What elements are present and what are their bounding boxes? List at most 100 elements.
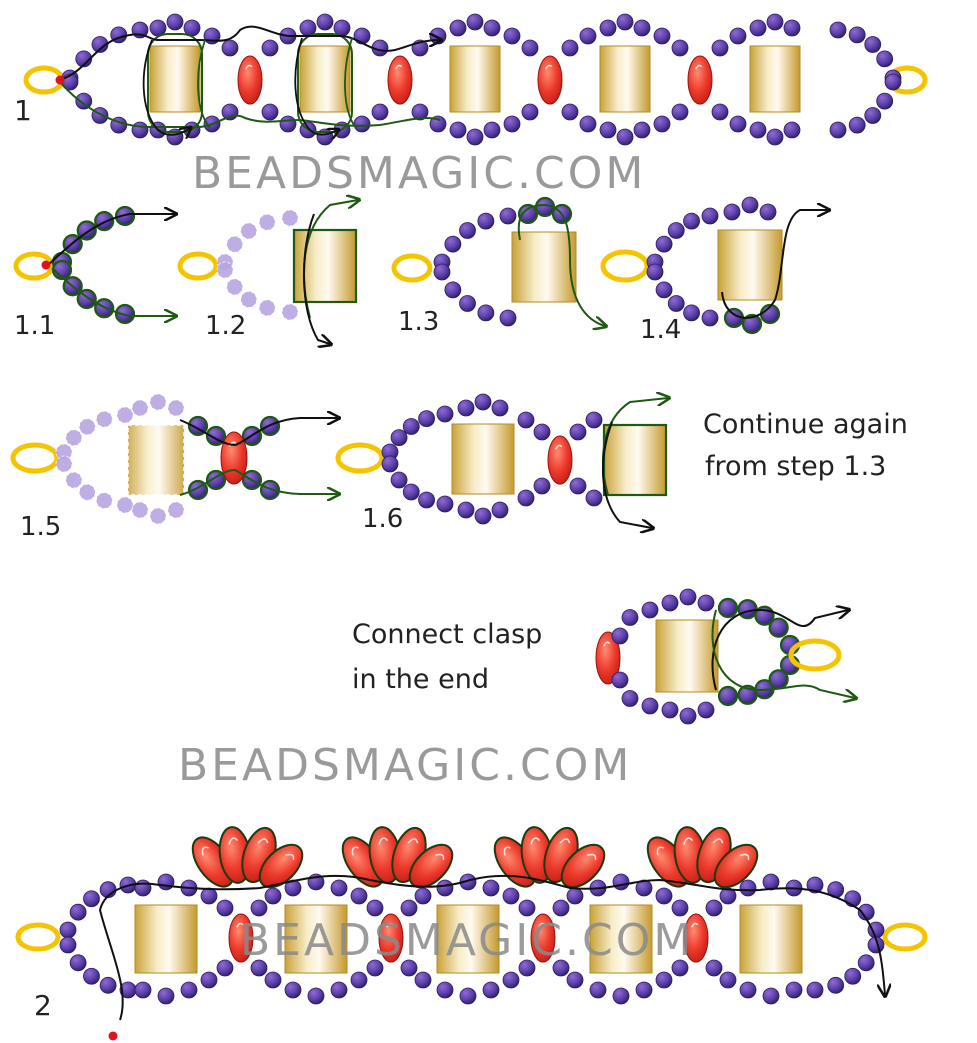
- clasp-ring: [15, 922, 61, 952]
- seed-bead: [661, 594, 679, 612]
- seed-bead: [599, 19, 617, 37]
- tube-bead: [436, 904, 500, 974]
- seed-bead: [616, 128, 634, 146]
- drop-bead-shine: [695, 64, 703, 70]
- drop-bead: [683, 913, 709, 963]
- seed-bead: [766, 13, 784, 31]
- seed-bead: [671, 39, 689, 57]
- seed-bead: [762, 987, 780, 1005]
- seed-bead: [83, 890, 100, 908]
- seed-bead: [552, 959, 570, 977]
- seed-bead: [75, 50, 93, 68]
- drop-petal-shine: [284, 853, 295, 861]
- seed-bead: [149, 507, 167, 525]
- seed-bead: [444, 235, 462, 253]
- seed-bead: [884, 73, 902, 91]
- step-label-1-2: 1.2: [205, 311, 246, 341]
- drop-bead-body: [595, 631, 621, 685]
- seed-bead: [166, 13, 184, 31]
- seed-bead: [279, 115, 297, 133]
- clasp-ring: [177, 251, 219, 281]
- drop-bead-shine: [395, 64, 403, 70]
- seed-bead: [569, 423, 587, 441]
- watermark-bottom: BEADSMAGIC.COM: [240, 915, 694, 966]
- seed-bead: [655, 971, 673, 989]
- seed-bead: [258, 299, 276, 317]
- drop-petal-shine: [503, 846, 511, 856]
- seed-bead: [864, 107, 882, 124]
- seed-bead: [482, 981, 500, 999]
- seed-bead: [491, 399, 509, 417]
- seed-bead: [655, 235, 673, 253]
- clasp-ring: [10, 442, 60, 474]
- drop-bead-body: [687, 55, 713, 105]
- seed-bead: [429, 27, 447, 45]
- step-1-6-thread-green: [602, 398, 668, 496]
- seed-bead: [671, 103, 689, 121]
- seed-bead: [433, 263, 451, 281]
- seed-bead: [216, 899, 234, 917]
- seed-bead: [400, 959, 418, 977]
- seed-bead: [655, 281, 673, 299]
- seed-bead: [402, 483, 420, 501]
- seed-bead: [561, 103, 579, 121]
- drop-bead: [687, 55, 713, 105]
- drop-petal-shine: [712, 838, 724, 844]
- drop-bead: [378, 913, 404, 963]
- tube-bead: [739, 904, 803, 974]
- seed-bead: [518, 899, 536, 917]
- seed-bead: [457, 399, 475, 417]
- drop-bead-shine: [236, 922, 244, 928]
- seed-bead: [612, 987, 630, 1005]
- seed-bead: [444, 281, 462, 299]
- seed-bead: [466, 13, 484, 31]
- seed-bead: [418, 410, 435, 428]
- seed-bead: [585, 411, 603, 429]
- drop-petal-shine: [351, 846, 359, 856]
- seed-bead: [635, 981, 653, 999]
- drop-petal-shine: [201, 846, 209, 856]
- step-1-thread-loop-3: [294, 37, 338, 135]
- seed-bead: [429, 115, 447, 133]
- drop-bead: [537, 55, 563, 105]
- seed-bead: [350, 971, 368, 989]
- seed-bead: [876, 92, 894, 110]
- step-1-5-diagram: 1.5: [10, 393, 338, 542]
- step-2-diagram: 2: [15, 826, 928, 1041]
- step-1-thread-loop-2: [197, 39, 211, 129]
- clasp-step-diagram: [595, 588, 855, 725]
- seed-bead: [381, 455, 399, 473]
- seed-bead: [864, 36, 882, 53]
- seed-bead: [131, 121, 149, 139]
- seed-bead: [561, 39, 579, 57]
- seed-bead: [390, 471, 408, 489]
- seed-bead: [611, 671, 629, 689]
- seed-bead: [149, 393, 167, 411]
- seed-bead: [768, 617, 789, 638]
- drop-bead: [547, 435, 573, 485]
- clasp-thread-black: [711, 610, 848, 691]
- clasp-note-line-2: in the end: [352, 664, 489, 695]
- seed-bead: [116, 406, 134, 424]
- clasp-ring: [13, 251, 55, 281]
- step-1-3-diagram: 1.3: [391, 196, 605, 337]
- seed-bead: [436, 405, 454, 423]
- drop-bead: [237, 55, 263, 105]
- seed-bead: [482, 879, 500, 897]
- step-1-6-diagram: 1.6: [335, 394, 668, 534]
- seed-bead: [216, 959, 234, 977]
- seed-bead: [167, 399, 185, 417]
- seed-bead: [491, 501, 509, 519]
- seed-bead: [521, 39, 539, 57]
- seed-bead: [65, 471, 83, 489]
- drop-bead-shine: [538, 922, 546, 928]
- drop-petal-shine: [559, 838, 571, 844]
- seed-bead: [612, 873, 630, 891]
- seed-bead: [457, 501, 475, 519]
- seed-bead: [759, 203, 777, 221]
- seed-bead: [180, 981, 198, 999]
- drop-bead-shine: [603, 641, 611, 647]
- clasp-ring: [391, 253, 433, 283]
- drop-petal: [258, 843, 304, 889]
- seed-bead: [459, 295, 476, 312]
